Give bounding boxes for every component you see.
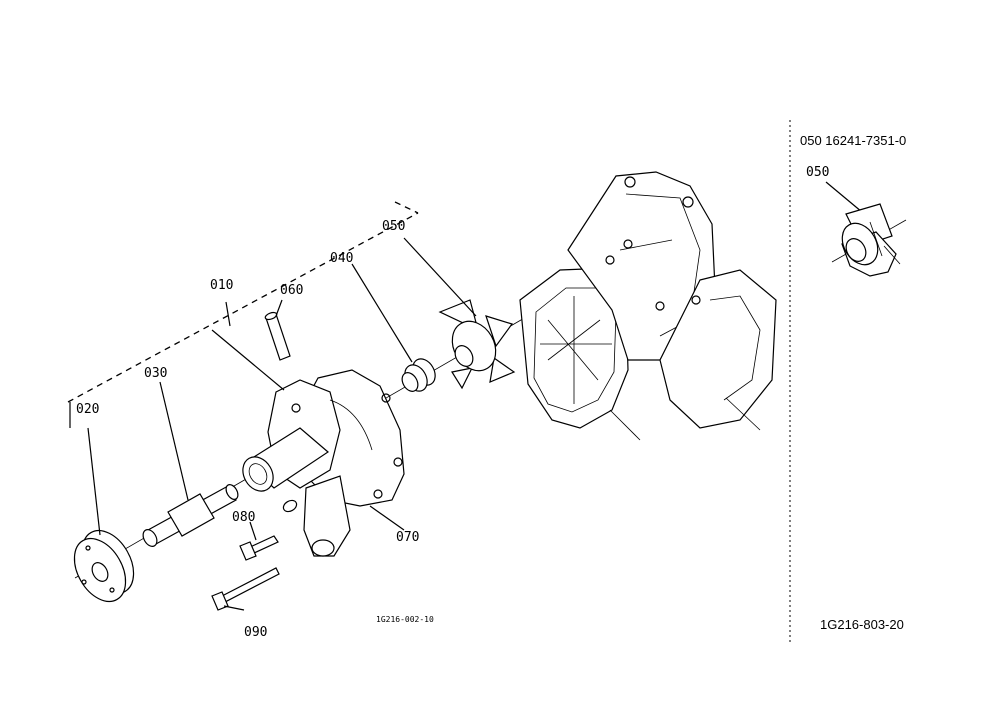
label-010: 010: [210, 278, 233, 293]
label-060: 060: [280, 283, 303, 298]
label-070: 070: [396, 530, 419, 545]
inset-impeller: [831, 203, 907, 277]
part-020-pulley-flange: [73, 529, 135, 603]
label-020: 020: [76, 402, 99, 417]
label-030: 030: [144, 366, 167, 381]
label-080: 080: [232, 510, 255, 525]
part-080-bolt: [239, 535, 279, 561]
label-050: 050: [382, 219, 405, 234]
engine-housing: [519, 171, 777, 441]
leader-lines: [87, 237, 477, 611]
assembly-bracket: [67, 201, 419, 428]
label-090: 090: [244, 625, 267, 640]
figure-code-right: 1G216-803-20: [820, 617, 904, 632]
part-010-pump-body: [242, 369, 405, 557]
part-030-shaft-bearing: [142, 484, 239, 547]
inset-leader-line: [825, 181, 863, 213]
part-040-seal: [401, 358, 436, 392]
part-060-pipe: [264, 311, 291, 361]
label-040: 040: [330, 251, 353, 266]
replacement-part-note: 050 16241-7351-0: [800, 133, 906, 148]
part-090-long-bolt: [211, 567, 280, 611]
figure-code-left: 1G216-002-10: [376, 615, 434, 624]
inset-label-050: 050: [806, 165, 829, 180]
part-050-impeller: [438, 299, 516, 390]
